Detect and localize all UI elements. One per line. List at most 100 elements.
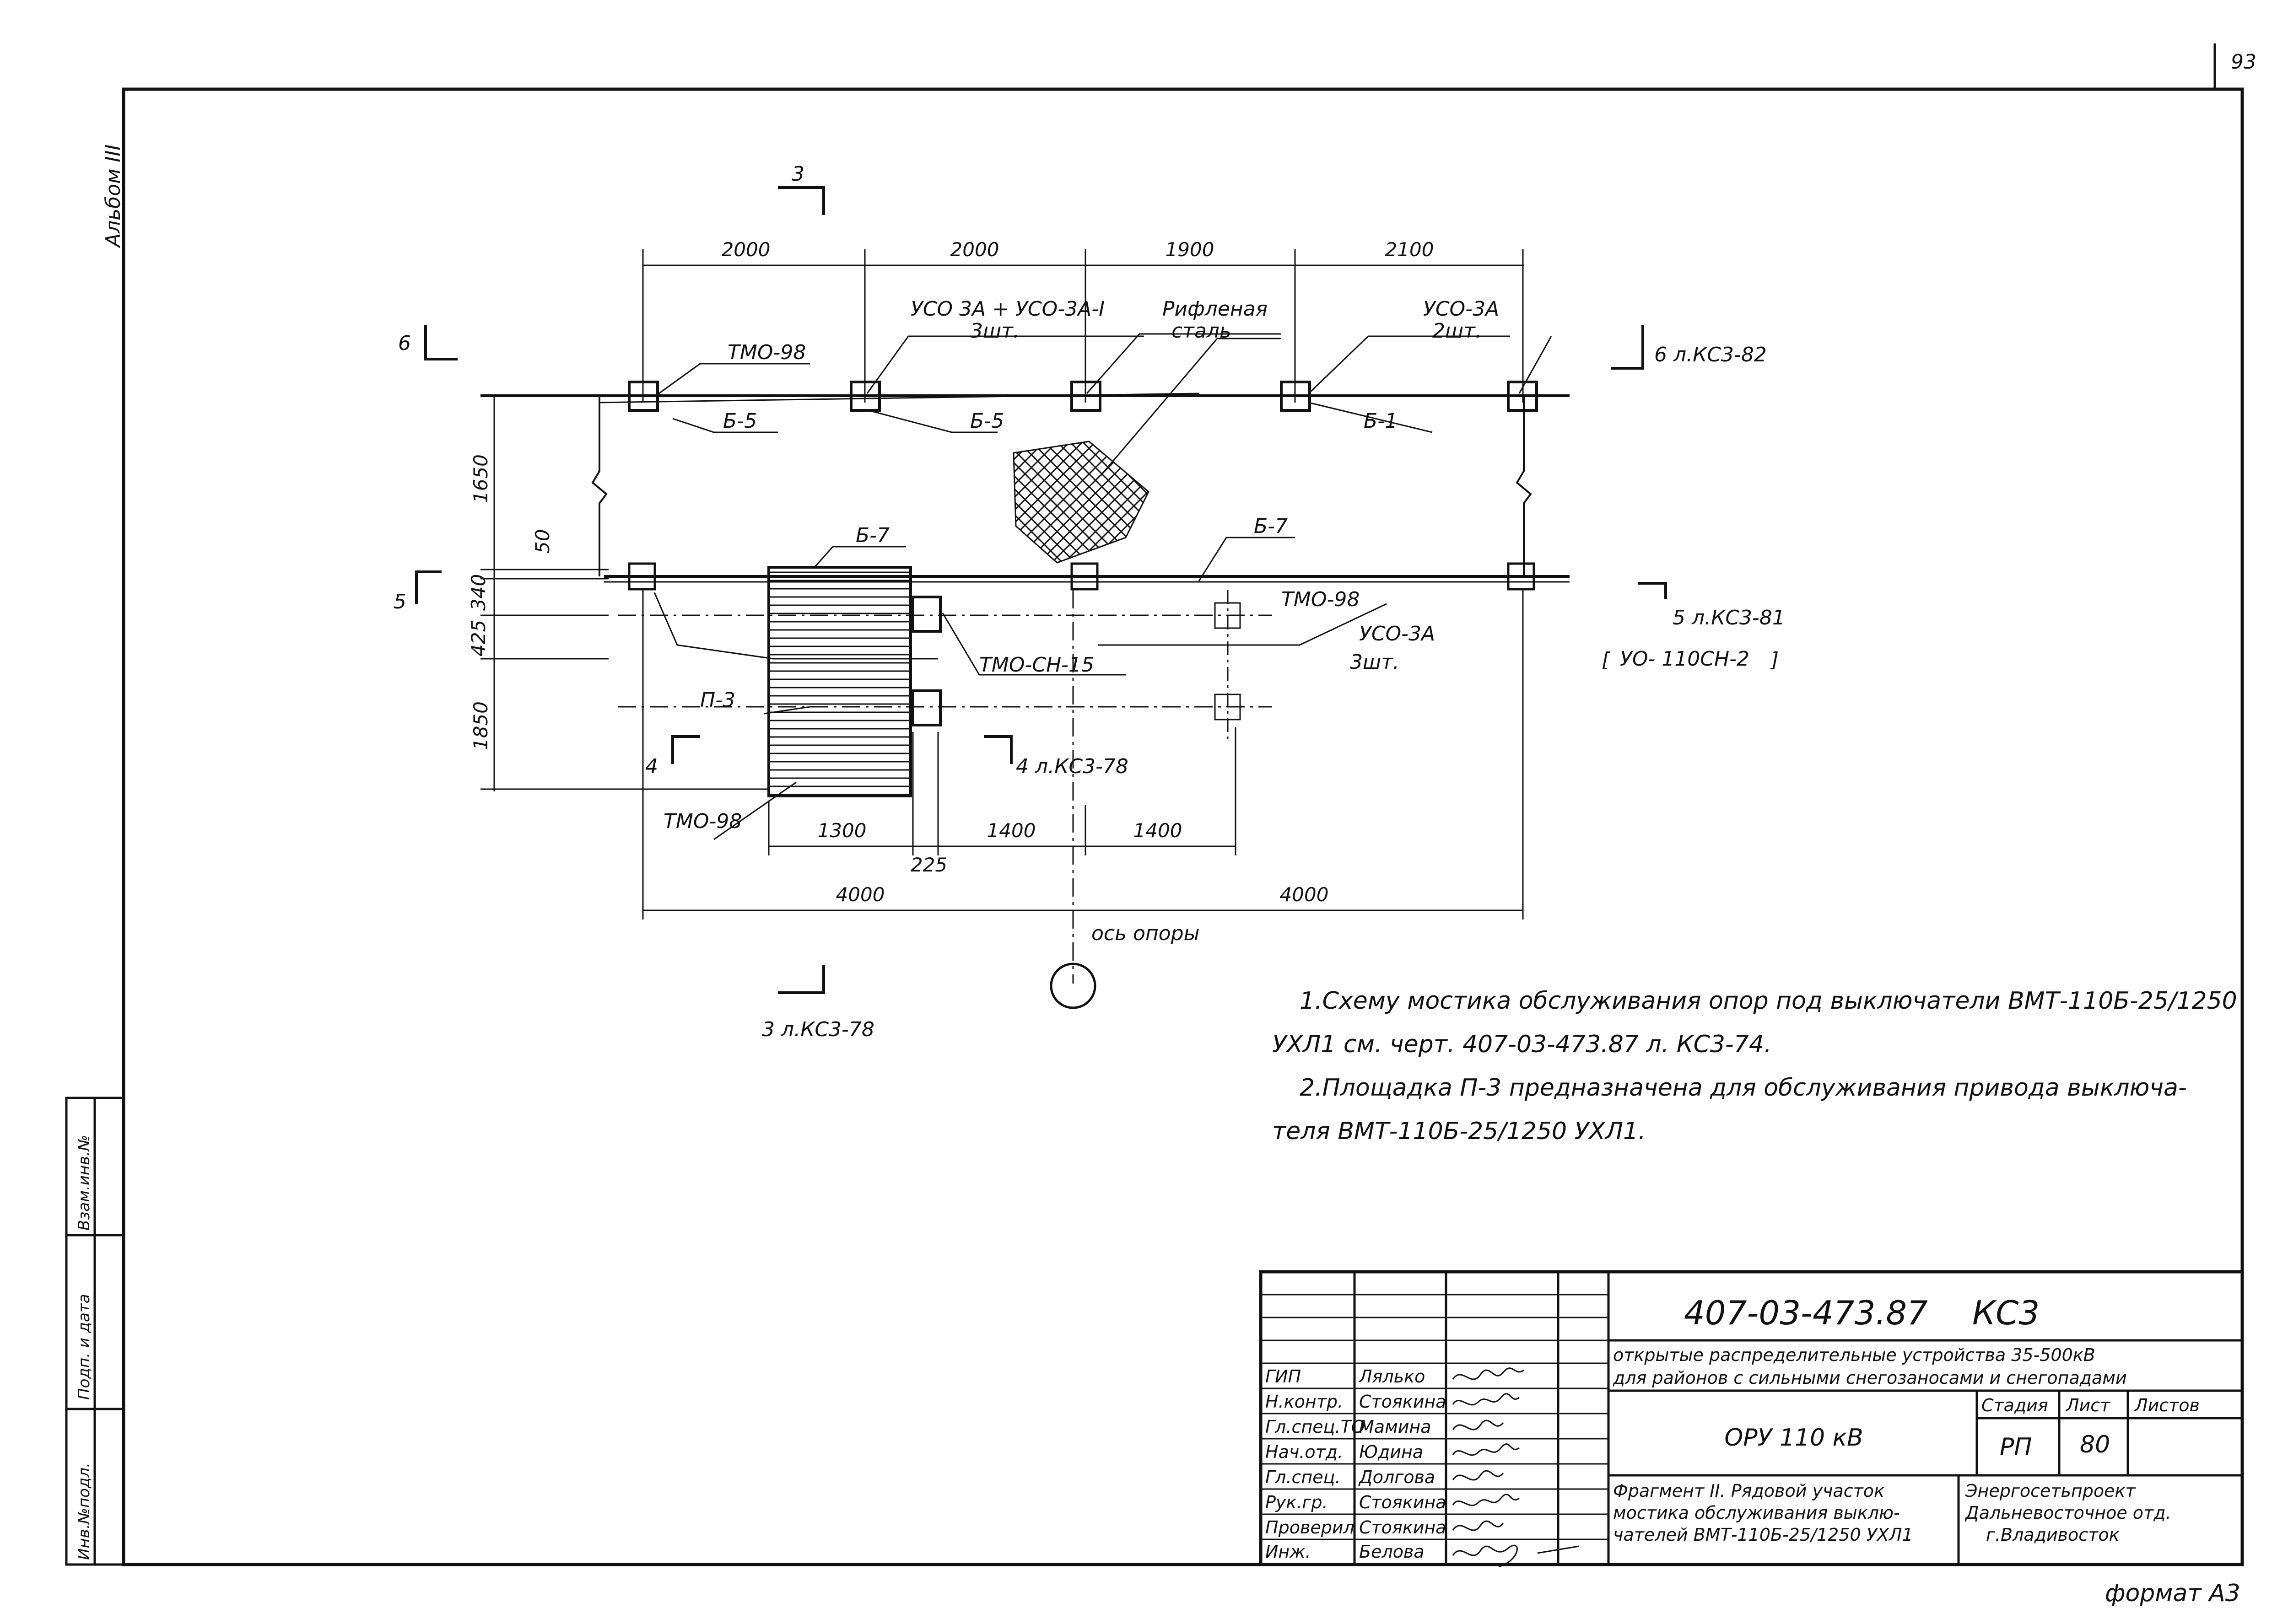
dim-bottom-1400-b: 1400 [1133, 819, 1182, 842]
tb-name-4: Долгова [1358, 1467, 1435, 1487]
platform-p3 [767, 566, 912, 797]
label-tmo98-top: ТМО-98 [728, 341, 806, 364]
section-mark-5-left [415, 570, 442, 604]
section-mark-4-left [671, 735, 700, 764]
dim-bottom-4000-a: 4000 [836, 883, 885, 906]
tb-doc-mark: КС3 [1972, 1294, 2040, 1332]
label-p3: П-3 [700, 688, 735, 712]
album-label: Альбом III [102, 145, 125, 248]
tb-name-5: Стоякина [1359, 1492, 1446, 1512]
section-label-6-right: 6 л.КС3-82 [1654, 343, 1767, 366]
note-line-2: УХЛ1 см. черт. 407-03-473.87 л. КС3-74. [1272, 1031, 1771, 1058]
tb-desc-1: Фрагмент II. Рядовой участок [1613, 1481, 1884, 1501]
bracket-right: ] [1770, 648, 1779, 672]
label-rifl-2: сталь [1171, 319, 1231, 343]
page-number: 93 [2231, 50, 2256, 74]
label-3sht-a: 3шт. [970, 319, 1020, 343]
tb-project-1: открытые распределительные устройства 35… [1613, 1345, 2095, 1365]
signature-8 [1452, 1544, 1579, 1568]
break-line-right [1516, 396, 1532, 576]
signature-3 [1452, 1420, 1504, 1430]
platform-support-1 [912, 596, 942, 633]
label-uo110: УО- 110СН-2 [1620, 647, 1749, 671]
frame-border [122, 87, 2244, 1566]
tb-role-1: Н.контр. [1265, 1392, 1343, 1412]
label-b5-a: Б-5 [723, 409, 757, 433]
label-2sht: 2шт. [1432, 319, 1482, 343]
dim-bottom-1300: 1300 [818, 819, 867, 842]
side-stamp-vzam-inv: Взам.инв.№ [75, 1135, 93, 1231]
section-markers [415, 186, 1667, 994]
plan-geometry [480, 381, 1570, 1009]
section-label-3-bottom: 3 л.КС3-78 [762, 1018, 874, 1041]
signature-2 [1452, 1393, 1520, 1406]
tb-role-2: Гл.спец.ТО [1265, 1417, 1365, 1437]
label-rifl-1: Рифленая [1162, 297, 1268, 321]
section-mark-4-right [984, 735, 1013, 764]
dim-bottom-4000-b: 4000 [1280, 883, 1329, 906]
post-low-2 [1070, 562, 1099, 591]
label-uso3a-mid: УСО-3А [1359, 622, 1435, 645]
label-tmo-sn15: ТМО-СН-15 [979, 653, 1094, 677]
side-stamp-podp-data: Подп. и дата [75, 1294, 93, 1400]
equipment-footprint-2 [1214, 694, 1241, 721]
label-b1: Б-1 [1364, 409, 1398, 433]
section-label-3-top: 3 [792, 162, 804, 186]
tb-stage: РП [2000, 1433, 2032, 1461]
platform-support-2 [912, 689, 942, 726]
note-line-4: теля ВМТ-110Б-25/1250 УХЛ1. [1272, 1118, 1646, 1145]
section-label-5-right: 5 л.КС3-81 [1673, 606, 1785, 629]
checkered-steel-area [1013, 441, 1149, 564]
tb-people: ГИП Лялько Н.контр. Стоякина Гл.спец.ТО … [1265, 1366, 1446, 1562]
signature-1 [1452, 1367, 1524, 1380]
frame [122, 43, 2244, 1566]
dim-left-425: 425 [467, 620, 490, 656]
label-b7-b: Б-7 [1254, 515, 1288, 538]
dim-225: 225 [911, 854, 947, 876]
label-b5-b: Б-5 [970, 409, 1004, 433]
tb-desc-3: чателей ВМТ-110Б-25/1250 УХЛ1 [1613, 1525, 1913, 1545]
section-mark-3-bottom [778, 965, 825, 994]
tb-sheet-header: Лист [2065, 1395, 2111, 1415]
tb-role-6: Проверил [1265, 1517, 1354, 1538]
tb-name-0: Лялько [1358, 1366, 1425, 1387]
dim-top-1: 2000 [722, 238, 771, 261]
label-uso3a-top: УСО-3А [1423, 297, 1499, 321]
section-mark-5-right [1638, 582, 1667, 599]
section-label-6-left: 6 [398, 332, 411, 355]
tb-project-2: для районов с сильными снегозаносами и с… [1613, 1368, 2127, 1388]
sheet-format: формат А3 [2105, 1580, 2240, 1607]
signature-4 [1452, 1443, 1520, 1456]
leader-lines [653, 333, 1552, 840]
equipment-footprint-1 [1214, 602, 1241, 629]
tb-sheets-header: Листов [2134, 1395, 2200, 1415]
tb-desc-2: мостика обслуживания выклю- [1613, 1503, 1900, 1523]
side-stamp-inv-podl: Инв.№подл. [75, 1463, 93, 1560]
tb-org-2: Дальневосточное отд. [1964, 1503, 2171, 1523]
label-tmo98-bottom: ТМО-98 [664, 810, 742, 833]
dimension-lines [480, 249, 1524, 920]
dim-top-3: 1900 [1166, 238, 1214, 261]
post-low-1 [628, 562, 656, 591]
tb-role-3: Нач.отд. [1265, 1442, 1343, 1462]
label-tmo98-mid: ТМО-98 [1281, 588, 1360, 611]
dim-top-4: 2100 [1385, 238, 1434, 261]
side-stamp [65, 1097, 125, 1566]
tb-org-1: Энергосетьпроект [1965, 1481, 2136, 1501]
dim-left-340: 340 [467, 574, 490, 611]
dim-left-1850: 1850 [469, 701, 492, 750]
signature-6 [1452, 1494, 1520, 1506]
tb-name-7: Белова [1359, 1542, 1425, 1562]
post-low-3 [1507, 562, 1535, 591]
signature-5 [1452, 1470, 1504, 1481]
note-line-1: 1.Схему мостика обслуживания опор под вы… [1300, 987, 2237, 1015]
tb-sheet-no: 80 [2080, 1431, 2110, 1458]
tb-org-3: г.Владивосток [1986, 1525, 2120, 1545]
title-block [1259, 1270, 2244, 1566]
tb-name-3: Юдина [1359, 1442, 1423, 1462]
section-label-4-right: 4 л.КС3-78 [1016, 755, 1128, 778]
label-3sht-b: 3шт. [1350, 651, 1399, 674]
tb-role-7: Инж. [1265, 1542, 1311, 1562]
section-mark-6-right [1611, 325, 1644, 370]
